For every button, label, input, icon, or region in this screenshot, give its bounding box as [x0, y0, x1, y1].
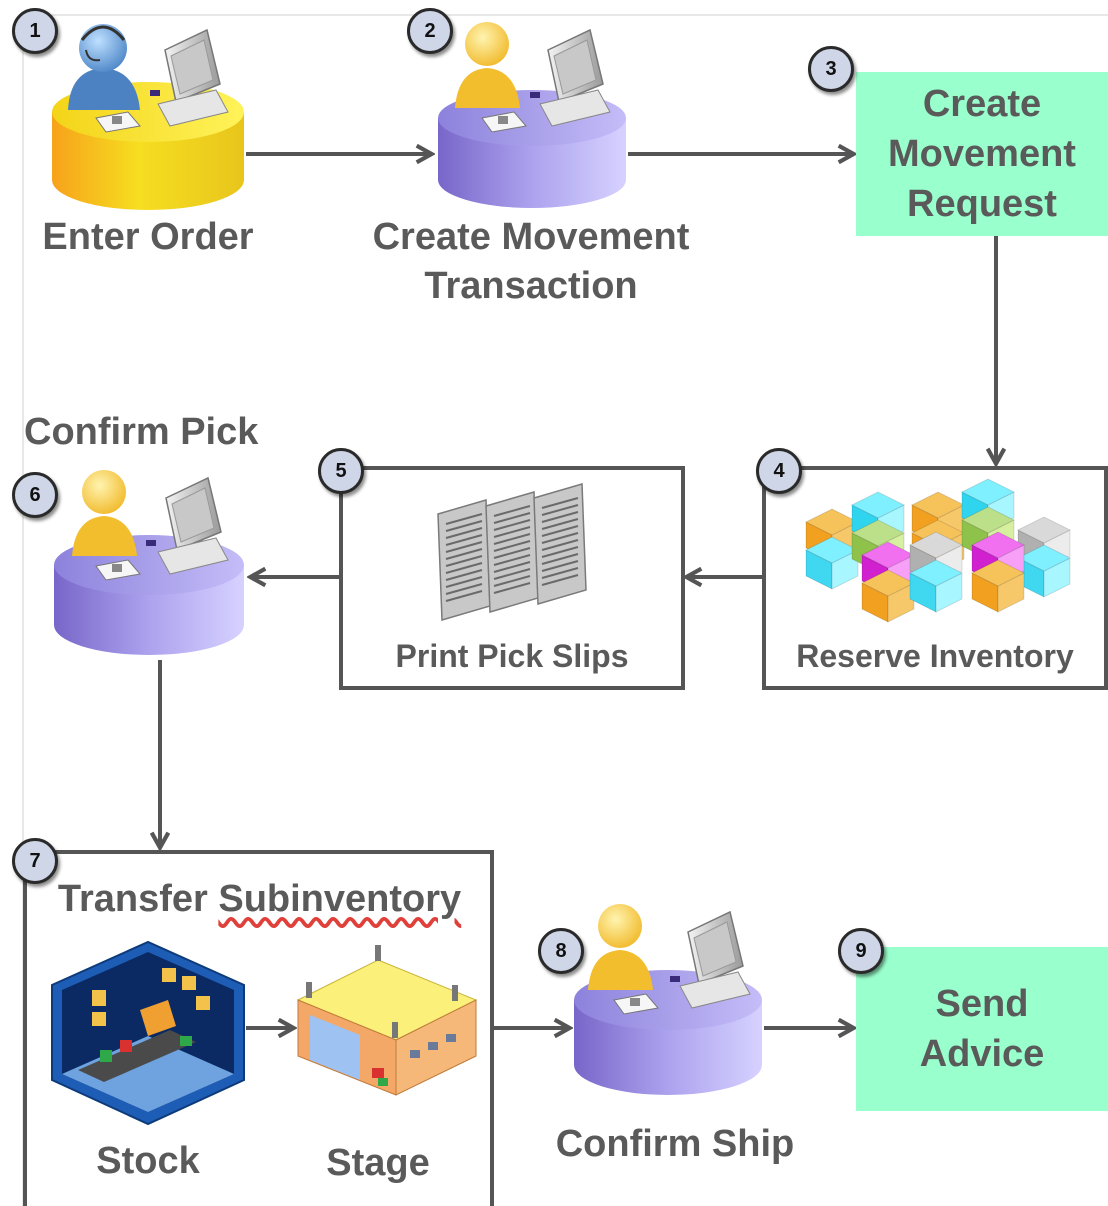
- transfer-subinventory-label: Transfer Subinventory: [32, 875, 487, 923]
- pick-slip-line: [541, 539, 579, 551]
- pick-slip-line: [541, 504, 579, 516]
- step-9-line-1: Send: [935, 983, 1029, 1025]
- pick-slip-line: [541, 497, 579, 509]
- pick-slip-line: [445, 513, 483, 525]
- cube-face: [908, 531, 964, 559]
- cube-face: [908, 559, 964, 587]
- operator-workstation-icon: [52, 24, 244, 210]
- reserve-inventory-label: Reserve Inventory: [796, 638, 1074, 674]
- cube-face: [960, 506, 1016, 534]
- step-badge-9: 9: [838, 928, 884, 974]
- staging-building-icon: [296, 945, 478, 1096]
- pick-slip-line: [493, 575, 531, 587]
- pick-slip-line: [493, 540, 531, 552]
- create-movement-transaction-label-line-2: Transaction: [424, 265, 638, 307]
- pick-slip-line: [445, 569, 483, 581]
- step-badge-2: 2: [407, 8, 453, 54]
- confirm-ship-label: Confirm Ship: [555, 1123, 795, 1165]
- pick-slip-line: [493, 533, 531, 545]
- pick-slip-line: [493, 505, 531, 517]
- create-movement-request-box: Create Movement Request: [856, 72, 1108, 236]
- cube-face: [1016, 516, 1072, 544]
- step-3-line-1: Create: [922, 83, 1042, 125]
- pick-slip-line: [541, 532, 579, 544]
- step-badge-3: 3: [808, 46, 854, 92]
- step-badge-4: 4: [756, 448, 802, 494]
- user-workstation-icon: [438, 22, 626, 208]
- stock-label: Stock: [96, 1140, 200, 1182]
- cube-face: [850, 519, 906, 547]
- pick-slip-line: [493, 554, 531, 566]
- step-badge-8: 8: [538, 928, 584, 974]
- step-badge-5: 5: [318, 448, 364, 494]
- reserve-inventory-box: [762, 466, 1108, 690]
- user-workstation-icon: [574, 904, 762, 1095]
- pick-slip-line: [493, 526, 531, 538]
- pick-slip-line: [445, 590, 483, 602]
- inventory-cubes-icon: [804, 478, 1072, 623]
- pick-slip-line: [445, 555, 483, 567]
- pick-slip-line: [493, 547, 531, 559]
- pick-slip-line: [445, 527, 483, 539]
- enter-order-label: Enter Order: [42, 216, 254, 258]
- subinventory-word: Subinventory: [218, 878, 462, 920]
- step-3-line-3: Request: [907, 183, 1057, 225]
- print-pick-slips-label: Print Pick Slips: [395, 638, 629, 674]
- cube-face: [970, 531, 1026, 559]
- cube-face: [850, 491, 906, 519]
- flow-arrows: [160, 154, 996, 1028]
- create-movement-transaction-label-line-1: Create Movement: [372, 216, 690, 258]
- pick-slip-line: [493, 561, 531, 573]
- pick-slip-line: [541, 511, 579, 523]
- pick-slip-line: [493, 568, 531, 580]
- transfer-word: Transfer: [57, 878, 219, 920]
- pick-slip-line: [445, 583, 483, 595]
- pick-slip-line: [445, 534, 483, 546]
- cube-face: [960, 478, 1016, 506]
- step-3-line-2: Movement: [888, 133, 1076, 175]
- pick-slip-line: [445, 548, 483, 560]
- send-advice-box: Send Advice: [856, 947, 1108, 1111]
- pick-slip-line: [541, 553, 579, 565]
- pick-slip-line: [493, 582, 531, 594]
- pick-slip-line: [445, 562, 483, 574]
- pick-slips-icon: [437, 483, 587, 621]
- pick-slip-line: [541, 560, 579, 572]
- user-workstation-icon: [54, 470, 244, 655]
- step-badge-7: 7: [12, 838, 58, 884]
- warehouse-stock-icon: [51, 940, 245, 1126]
- confirm-pick-label: Confirm Pick: [24, 411, 259, 453]
- pick-slip-line: [445, 520, 483, 532]
- cube-face: [1016, 544, 1072, 572]
- stage-label: Stage: [326, 1142, 430, 1184]
- pick-slip-line: [541, 525, 579, 537]
- pick-slip-line: [541, 567, 579, 579]
- pick-slip-line: [445, 576, 483, 588]
- step-badge-6: 6: [12, 472, 58, 518]
- cube-face: [970, 559, 1026, 587]
- pick-slip-line: [445, 541, 483, 553]
- transfer-subinventory-box: [23, 850, 494, 1206]
- step-9-line-2: Advice: [919, 1033, 1045, 1075]
- pick-slip-line: [493, 519, 531, 531]
- step-badge-1: 1: [12, 8, 58, 54]
- pick-slip-line: [541, 546, 579, 558]
- pick-slip-line: [493, 512, 531, 524]
- pick-slip-line: [541, 574, 579, 586]
- pick-slip-line: [541, 518, 579, 530]
